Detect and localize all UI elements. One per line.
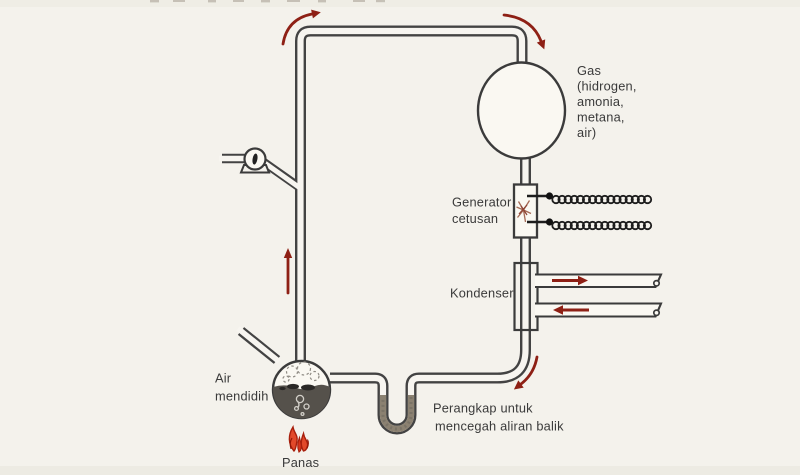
label-gas-line1: Gas bbox=[577, 63, 601, 78]
steam-bubbles bbox=[282, 361, 320, 383]
water-surface-blob bbox=[287, 383, 299, 390]
label-boiling-water-line1: Air bbox=[215, 371, 232, 386]
label-boiling-water-line2: mendidih bbox=[215, 389, 269, 404]
flow-arrows bbox=[281, 12, 543, 386]
condenser bbox=[513, 261, 663, 332]
flow-arrow-top-left bbox=[281, 12, 314, 46]
trap-liquid bbox=[379, 395, 415, 433]
label-gas-line3: amonia, bbox=[577, 94, 624, 109]
arm-open-end bbox=[652, 309, 661, 317]
label-gas-line4: metana, bbox=[577, 110, 625, 125]
arrowhead-icon bbox=[311, 9, 321, 19]
boiling-flask bbox=[271, 359, 332, 420]
label-trap-line1: Perangkap untuk bbox=[433, 401, 533, 416]
arrowhead-icon bbox=[536, 39, 546, 50]
label-heat: Panas bbox=[282, 455, 319, 470]
spout-bore bbox=[236, 326, 281, 364]
valve-diagonal-bore bbox=[259, 157, 302, 191]
flow-arrow-top-right bbox=[502, 13, 543, 43]
arm-open-end bbox=[652, 279, 661, 287]
condenser-jacket bbox=[513, 261, 539, 332]
label-condenser: Kondenser bbox=[450, 286, 514, 301]
flame-icon bbox=[288, 425, 309, 453]
arrowhead-icon bbox=[513, 380, 524, 390]
flow-arrowheads bbox=[283, 9, 546, 390]
electrode-bottom bbox=[527, 218, 653, 231]
water-flow-arrows bbox=[552, 275, 589, 315]
arrow-left-icon bbox=[553, 305, 563, 315]
label-gas-line2: (hidrogen, bbox=[577, 79, 637, 94]
gas-flask bbox=[476, 61, 567, 160]
arrow-right-icon bbox=[578, 275, 588, 286]
loop-tube-bore bbox=[297, 27, 526, 362]
electrode-top bbox=[527, 192, 653, 205]
flask-water bbox=[273, 384, 331, 419]
valve-slit bbox=[252, 153, 258, 165]
spark-icon bbox=[516, 200, 532, 223]
label-trap-line2: mencegah aliran balik bbox=[435, 419, 564, 434]
water-surface-blob bbox=[301, 384, 315, 391]
label-spark-generator-line2: cetusan bbox=[452, 211, 498, 226]
labels: Gas (hidrogen, amonia, metana, air) Gene… bbox=[215, 63, 637, 470]
bottom-edge-shade bbox=[0, 466, 800, 475]
flow-arrow-to-trap bbox=[519, 355, 539, 386]
spark-chamber bbox=[512, 183, 653, 239]
label-spark-generator-line1: Generator bbox=[452, 195, 512, 210]
top-edge-shade bbox=[0, 0, 800, 7]
label-gas-line5: air) bbox=[577, 125, 596, 140]
arrowhead-icon bbox=[283, 248, 293, 258]
water-surface-blob bbox=[279, 386, 286, 391]
stopcock-valve bbox=[239, 147, 271, 174]
cropped-text-remnant bbox=[150, 0, 385, 3]
water-bubbles bbox=[293, 394, 310, 417]
